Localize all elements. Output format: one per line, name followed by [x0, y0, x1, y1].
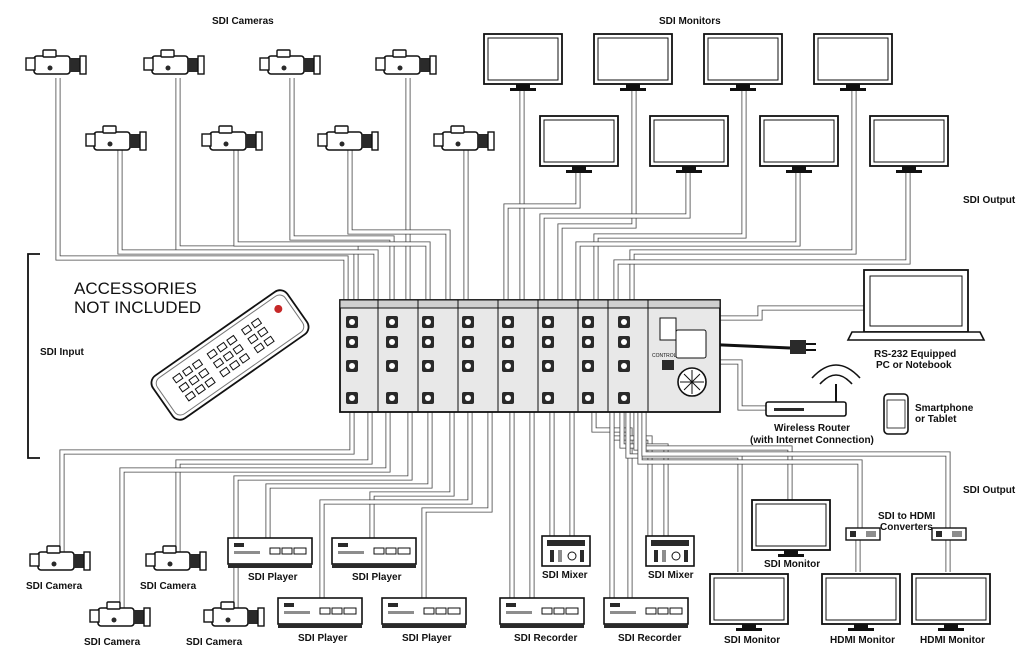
device-label: SDI Mixer: [542, 570, 588, 581]
laptop-icon: [846, 269, 986, 341]
monitor-icon: [649, 115, 729, 174]
camera-icon: [317, 125, 379, 151]
monitor-icon: [539, 115, 619, 174]
accessories-line-1: ACCESSORIES: [74, 279, 197, 298]
control-port-label: CONTROL: [652, 353, 677, 359]
monitor-icon: [751, 499, 831, 558]
device-label: SDI Mixer: [648, 570, 694, 581]
device-label: SDI Camera: [186, 637, 243, 648]
monitor-icon: [709, 573, 789, 632]
player-icon: [381, 597, 467, 629]
camera-icon: [85, 125, 147, 151]
sdi-cameras-label: SDI Cameras: [212, 16, 274, 27]
converters-label-line-1: SDI to HDMI: [878, 511, 935, 522]
monitor-icon: [593, 33, 673, 92]
accessories-line-2: NOT INCLUDED: [74, 298, 201, 317]
router-label-line-2: (with Internet Connection): [750, 435, 874, 446]
camera-icon: [145, 545, 207, 571]
device-label: SDI Player: [298, 633, 348, 644]
device-label: SDI Monitor: [764, 559, 820, 570]
mixer-icon: [645, 535, 695, 567]
device-label: SDI Player: [402, 633, 452, 644]
player-icon: [331, 537, 417, 569]
camera-icon: [201, 125, 263, 151]
phone-label-line-2: or Tablet: [915, 414, 957, 425]
hdmi-monitor-icon: [911, 573, 991, 632]
remote-control-icon: [150, 289, 310, 421]
camera-icon: [203, 601, 265, 627]
sdi-matrix-switcher: CONTROL: [339, 299, 721, 413]
cables: [55, 78, 951, 612]
sdi-output-bottom-label: SDI Output: [963, 485, 1016, 496]
mixer-icon: [541, 535, 591, 567]
bottom-device-labels: SDI Camera SDI Camera SDI Camera SDI Cam…: [26, 559, 985, 648]
pc-label-line-2: PC or Notebook: [876, 360, 952, 371]
camera-icon: [89, 601, 151, 627]
device-label: SDI Monitor: [724, 635, 780, 646]
sdi-to-hdmi-converter-icon: [845, 527, 881, 541]
device-label: SDI Camera: [84, 637, 141, 648]
device-label: SDI Player: [248, 572, 298, 583]
player-icon: [277, 597, 363, 629]
player-icon: [227, 537, 313, 569]
monitor-icon: [483, 33, 563, 92]
sdi-monitors-label: SDI Monitors: [659, 16, 721, 27]
camera-icon: [433, 125, 495, 151]
sdi-output-top-label: SDI Output: [963, 195, 1016, 206]
camera-icon: [259, 49, 321, 75]
hdmi-monitor-icon: [821, 573, 901, 632]
recorder-icon: [499, 597, 585, 629]
router-label-line-1: Wireless Router: [774, 423, 850, 434]
converters-label-line-2: Converters: [880, 522, 933, 533]
device-label: SDI Recorder: [618, 633, 681, 644]
monitor-icon: [759, 115, 839, 174]
top-monitors: [483, 33, 949, 174]
sdi-to-hdmi-converter-icon: [931, 527, 967, 541]
monitor-icon: [703, 33, 783, 92]
power-inlet-icon: [675, 329, 707, 359]
camera-icon: [375, 49, 437, 75]
device-label: HDMI Monitor: [920, 635, 985, 646]
camera-icon: [143, 49, 205, 75]
device-label: SDI Recorder: [514, 633, 577, 644]
device-label: SDI Player: [352, 572, 402, 583]
wireless-router-icon: [765, 364, 861, 417]
pc-label-line-1: RS-232 Equipped: [874, 349, 956, 360]
recorder-icon: [603, 597, 689, 629]
sdi-input-label: SDI Input: [40, 347, 85, 358]
sdi-input-bracket: [27, 253, 40, 459]
rs232-port: [659, 317, 677, 341]
power-plug-icon: [790, 340, 816, 354]
device-label: HDMI Monitor: [830, 635, 895, 646]
camera-icon: [29, 545, 91, 571]
monitor-icon: [813, 33, 893, 92]
device-label: SDI Camera: [26, 581, 83, 592]
ethernet-port: [662, 360, 674, 370]
monitor-icon: [869, 115, 949, 174]
top-cameras: [25, 49, 495, 151]
smartphone-icon: [883, 393, 909, 435]
phone-label-line-1: Smartphone: [915, 403, 974, 414]
camera-icon: [25, 49, 87, 75]
device-label: SDI Camera: [140, 581, 197, 592]
